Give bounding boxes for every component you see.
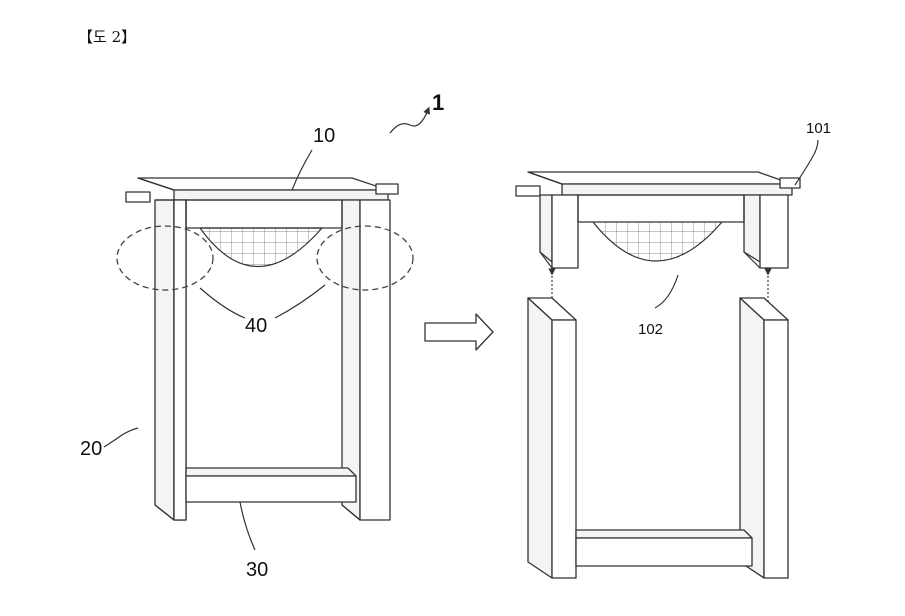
left-leg-1: [154, 199, 187, 521]
left-bottom-bar: [185, 467, 357, 503]
joint-ellipse-left: [116, 225, 214, 291]
right-mesh: [592, 221, 723, 262]
right-upper-stub-left: [539, 194, 579, 269]
right-upper-stub-right: [743, 194, 789, 269]
label-1: 1: [432, 90, 444, 115]
right-top-plate: [515, 171, 801, 197]
label-40: 40: [245, 315, 267, 337]
right-leg-right: [739, 297, 789, 579]
leader-10: [291, 149, 313, 191]
label-102: 102: [638, 321, 663, 338]
leader-30: [239, 501, 256, 551]
left-leg-2: [341, 199, 391, 521]
leader-20: [103, 427, 139, 448]
label-30: 30: [246, 559, 268, 581]
label-20: 20: [80, 438, 102, 460]
leader-101: [794, 139, 819, 186]
joint-ellipse-right: [316, 225, 414, 291]
figure-title: 【도 2】: [78, 28, 136, 46]
left-mesh: [199, 227, 323, 268]
left-top-plate: [125, 177, 399, 203]
right-assembly: [515, 171, 801, 579]
leader-102: [654, 274, 679, 309]
label-10: 10: [313, 125, 335, 147]
transition-arrow: [424, 313, 494, 351]
leader-40a: [199, 287, 246, 319]
leader-40b: [274, 284, 326, 319]
label-101: 101: [806, 120, 831, 137]
right-bottom-bar: [575, 529, 753, 567]
left-assembly: [116, 177, 414, 521]
leader-1: [389, 106, 431, 134]
right-leg-left: [527, 297, 577, 579]
